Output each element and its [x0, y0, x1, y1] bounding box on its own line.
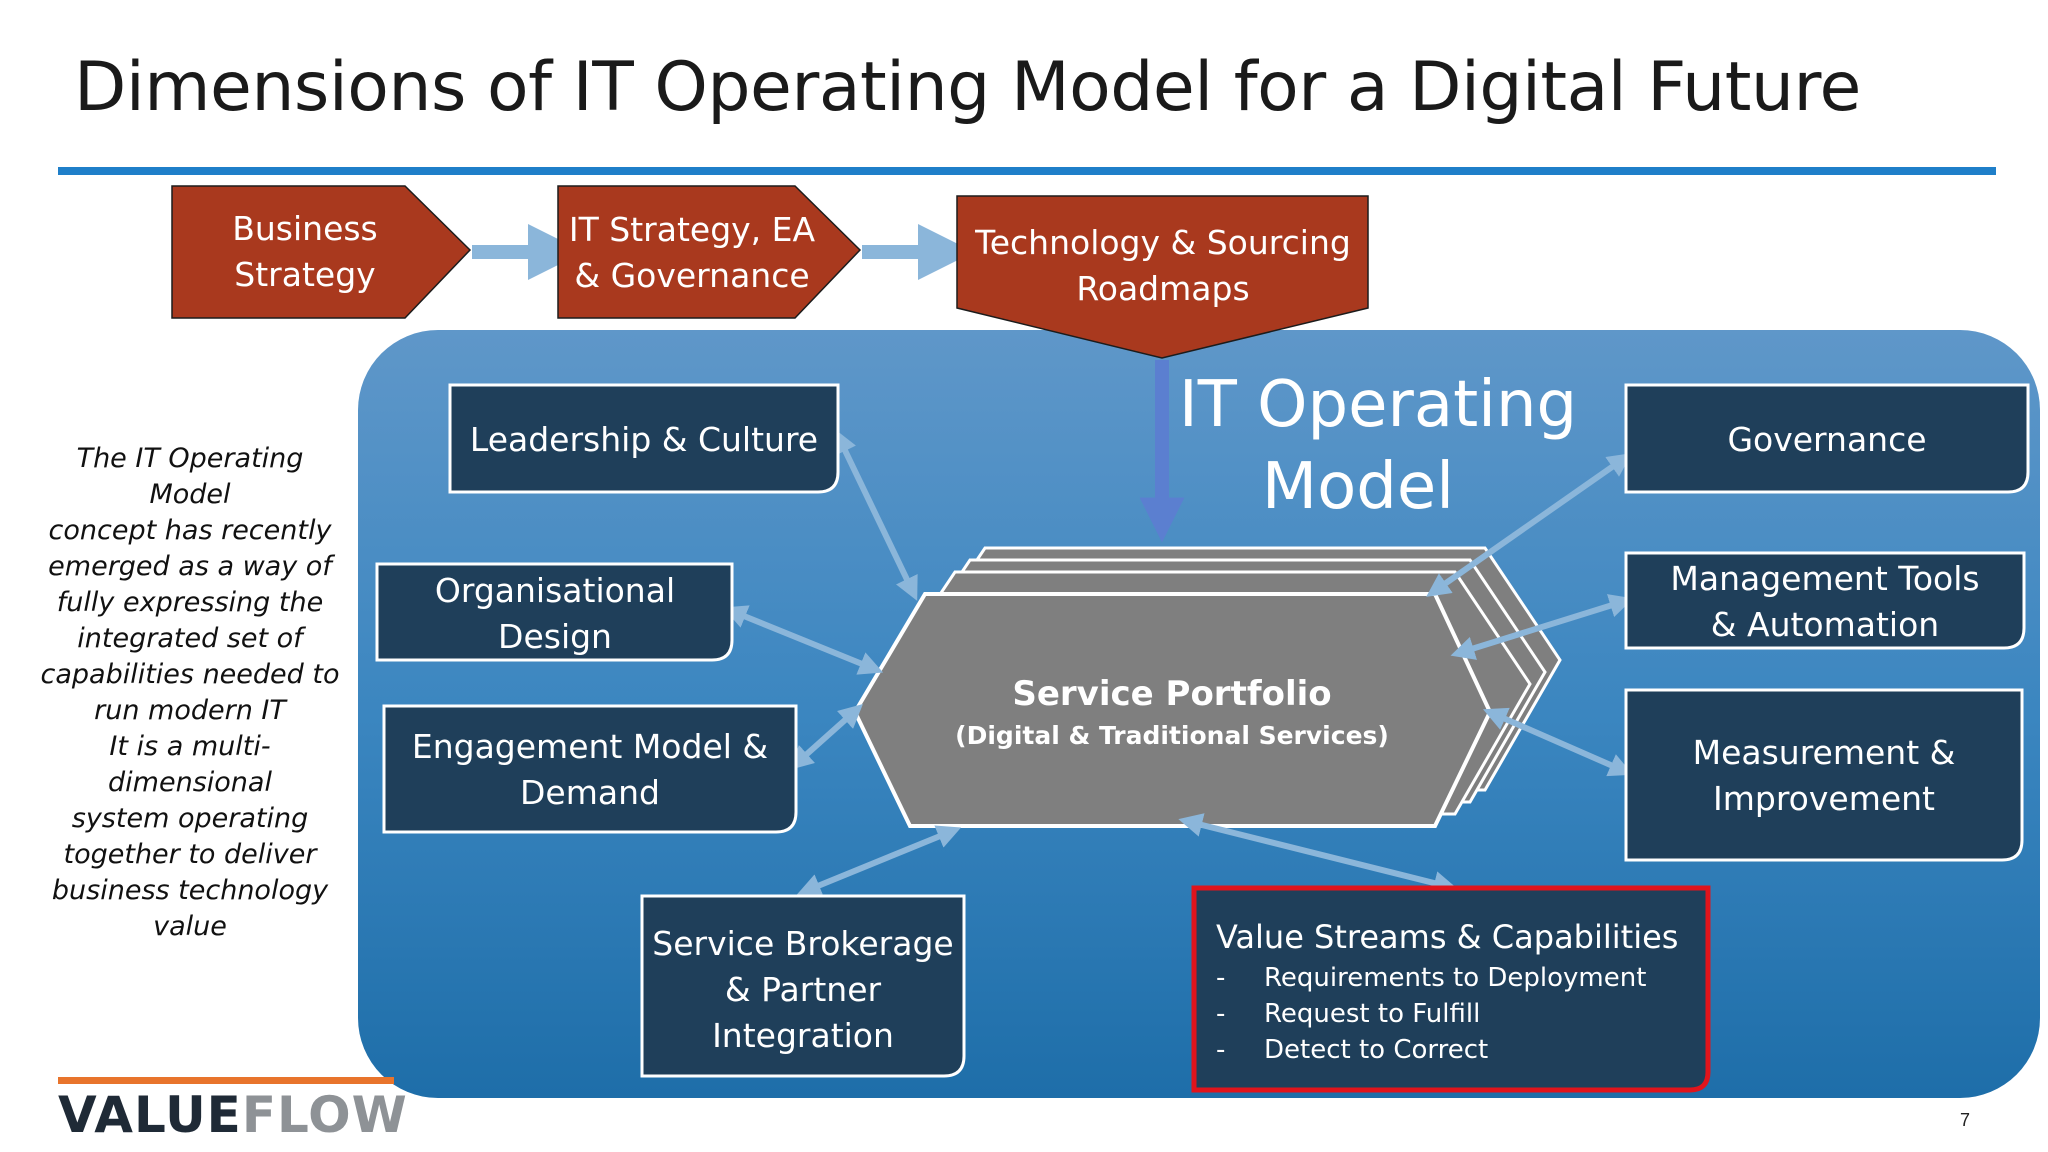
connector-governance [1426, 453, 1632, 597]
flow-step-label: IT Strategy, EA [569, 210, 816, 249]
service-portfolio-title: Service Portfolio [1012, 674, 1331, 714]
dimension-label: Demand [520, 773, 660, 812]
sidebar-line: capabilities needed to [40, 659, 340, 690]
flow-step-business-strategy: Business Strategy [171, 185, 472, 319]
logo-accent-bar [58, 1077, 394, 1084]
sidebar-line: It is a multi-dimensional [108, 731, 272, 798]
sidebar-line: integrated set of [77, 623, 303, 654]
sidebar-description-1: The IT Operating Model concept has recen… [34, 441, 346, 729]
flow-step-it-strategy: IT Strategy, EA & Governance [557, 185, 862, 319]
dimension-label: Design [498, 617, 612, 656]
sidebar-line: together to deliver [63, 839, 317, 870]
connector-engagement [789, 704, 863, 770]
logo-part-value: VALUE [58, 1086, 242, 1144]
dimension-label: Service Brokerage [652, 924, 953, 963]
dimension-management-tools: Management Tools & Automation [1624, 551, 2026, 650]
flow-step-label: Strategy [234, 255, 375, 294]
value-streams-capabilities: Value Streams & Capabilities - Requireme… [1191, 885, 1711, 1093]
sidebar-line: value [153, 911, 227, 942]
flow-step-technology-roadmaps: Technology & Sourcing Roadmaps [956, 195, 1369, 359]
flow-step-label: Technology & Sourcing [974, 223, 1351, 262]
sidebar-description-2: It is a multi-dimensional system operati… [34, 729, 346, 945]
flow-step-label: Business [232, 209, 378, 248]
dimension-label: Leadership & Culture [470, 420, 818, 459]
dimension-label: & Automation [1711, 605, 1939, 644]
value-stream-bullet: - [1216, 1035, 1225, 1065]
page-number: 7 [1960, 1110, 1971, 1130]
operating-model-title: Model [1262, 450, 1454, 524]
sidebar-line: emerged as a way of [48, 551, 332, 582]
sidebar-line: system operating [71, 803, 309, 834]
connector-leadership [834, 429, 918, 601]
dimension-label: & Partner [725, 970, 882, 1009]
value-stream-item: Request to Fulfill [1264, 999, 1480, 1029]
dimension-label: Measurement & [1693, 733, 1956, 772]
dimension-label: Organisational [435, 571, 675, 610]
logo-part-flow: FLOW [241, 1086, 408, 1144]
dimension-label: Integration [712, 1016, 894, 1055]
value-streams-title: Value Streams & Capabilities [1216, 918, 1678, 956]
dimension-measurement-improvement: Measurement & Improvement [1624, 688, 2024, 862]
operating-model-title: IT Operating [1179, 368, 1577, 442]
sidebar-line: fully expressing the [56, 587, 324, 618]
value-stream-bullet: - [1216, 963, 1225, 993]
dimension-label: Management Tools [1670, 559, 1979, 598]
sidebar-line: concept has recently [48, 515, 332, 546]
sidebar-line: run modern IT [94, 695, 286, 726]
dimension-label: Governance [1727, 420, 1926, 459]
connector-value-streams [1178, 813, 1458, 895]
connector-brokerage [796, 825, 962, 897]
dimension-organisational-design: Organisational Design [375, 562, 734, 662]
value-stream-bullet: - [1216, 999, 1225, 1029]
service-portfolio-subtitle: (Digital & Traditional Services) [955, 721, 1389, 750]
connector-organisational [722, 605, 884, 675]
sidebar-line: business technology [51, 875, 329, 906]
connector-measurement [1483, 707, 1633, 777]
title-divider [58, 167, 1996, 175]
flow-step-label: Roadmaps [1076, 269, 1249, 308]
valueflow-logo: VALUEFLOW [58, 1086, 408, 1144]
value-stream-item: Detect to Correct [1264, 1035, 1488, 1065]
dimension-governance: Governance [1624, 383, 2030, 494]
value-stream-item: Requirements to Deployment [1264, 963, 1646, 993]
dimension-service-brokerage: Service Brokerage & Partner Integration [640, 894, 966, 1078]
dimension-leadership-culture: Leadership & Culture [448, 383, 840, 494]
dimension-label: Engagement Model & [412, 727, 768, 766]
service-portfolio: Service Portfolio (Digital & Traditional… [852, 546, 1562, 828]
page-title: Dimensions of IT Operating Model for a D… [74, 48, 1861, 127]
flow-step-label: & Governance [574, 256, 809, 295]
sidebar-line: The IT Operating Model [76, 443, 304, 510]
dimension-label: Improvement [1713, 779, 1935, 818]
dimension-engagement-model: Engagement Model & Demand [382, 704, 798, 834]
connector-tools [1450, 594, 1634, 660]
